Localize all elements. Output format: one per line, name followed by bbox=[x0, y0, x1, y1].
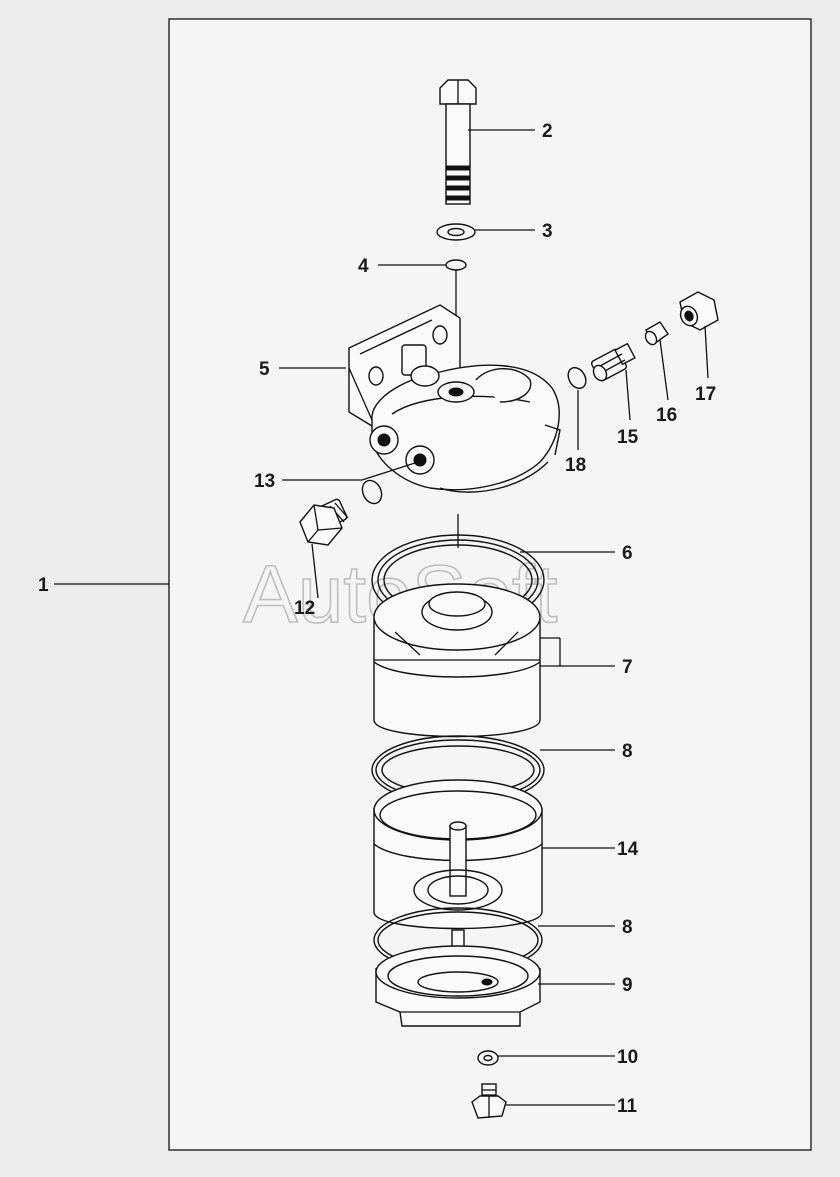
part-sealing-ring-18 bbox=[567, 366, 587, 390]
callout-10: 10 bbox=[617, 1047, 638, 1068]
callout-16: 16 bbox=[656, 405, 677, 426]
part-olive-16 bbox=[644, 321, 669, 346]
callout-7: 7 bbox=[622, 657, 633, 678]
callout-2: 2 bbox=[542, 121, 553, 142]
part-drain-screw-11 bbox=[471, 1083, 507, 1119]
part-fitting-15 bbox=[590, 342, 636, 382]
callout-14: 14 bbox=[617, 839, 639, 860]
part-bottom-cap-9 bbox=[375, 945, 541, 1027]
part-washer bbox=[436, 223, 476, 241]
callout-8-upper: 8 bbox=[622, 741, 633, 762]
part-filter-element-7 bbox=[373, 583, 541, 738]
leader-lines bbox=[54, 129, 709, 1106]
callout-4: 4 bbox=[358, 256, 369, 277]
part-nut-17 bbox=[679, 291, 719, 331]
part-bowl-14 bbox=[373, 779, 543, 930]
callout-8-lower: 8 bbox=[622, 917, 633, 938]
callout-17: 17 bbox=[695, 384, 716, 405]
callout-13: 13 bbox=[254, 471, 275, 492]
callout-5: 5 bbox=[259, 359, 270, 380]
callout-3: 3 bbox=[542, 221, 553, 242]
part-plug-12 bbox=[299, 498, 349, 546]
callout-11: 11 bbox=[617, 1096, 638, 1117]
part-filter-head bbox=[348, 304, 561, 493]
part-seal-ring-13 bbox=[361, 479, 383, 505]
callout-6: 6 bbox=[622, 543, 633, 564]
part-drain-washer-10 bbox=[477, 1050, 499, 1066]
callout-9: 9 bbox=[622, 975, 633, 996]
callout-18: 18 bbox=[565, 455, 586, 476]
callout-1: 1 bbox=[38, 575, 49, 596]
callout-12: 12 bbox=[294, 598, 315, 619]
part-bolt bbox=[439, 79, 477, 205]
callouts: 1 2 3 4 5 6 7 8 14 8 9 10 11 12 13 15 16… bbox=[38, 121, 716, 1117]
callout-15: 15 bbox=[617, 427, 639, 448]
